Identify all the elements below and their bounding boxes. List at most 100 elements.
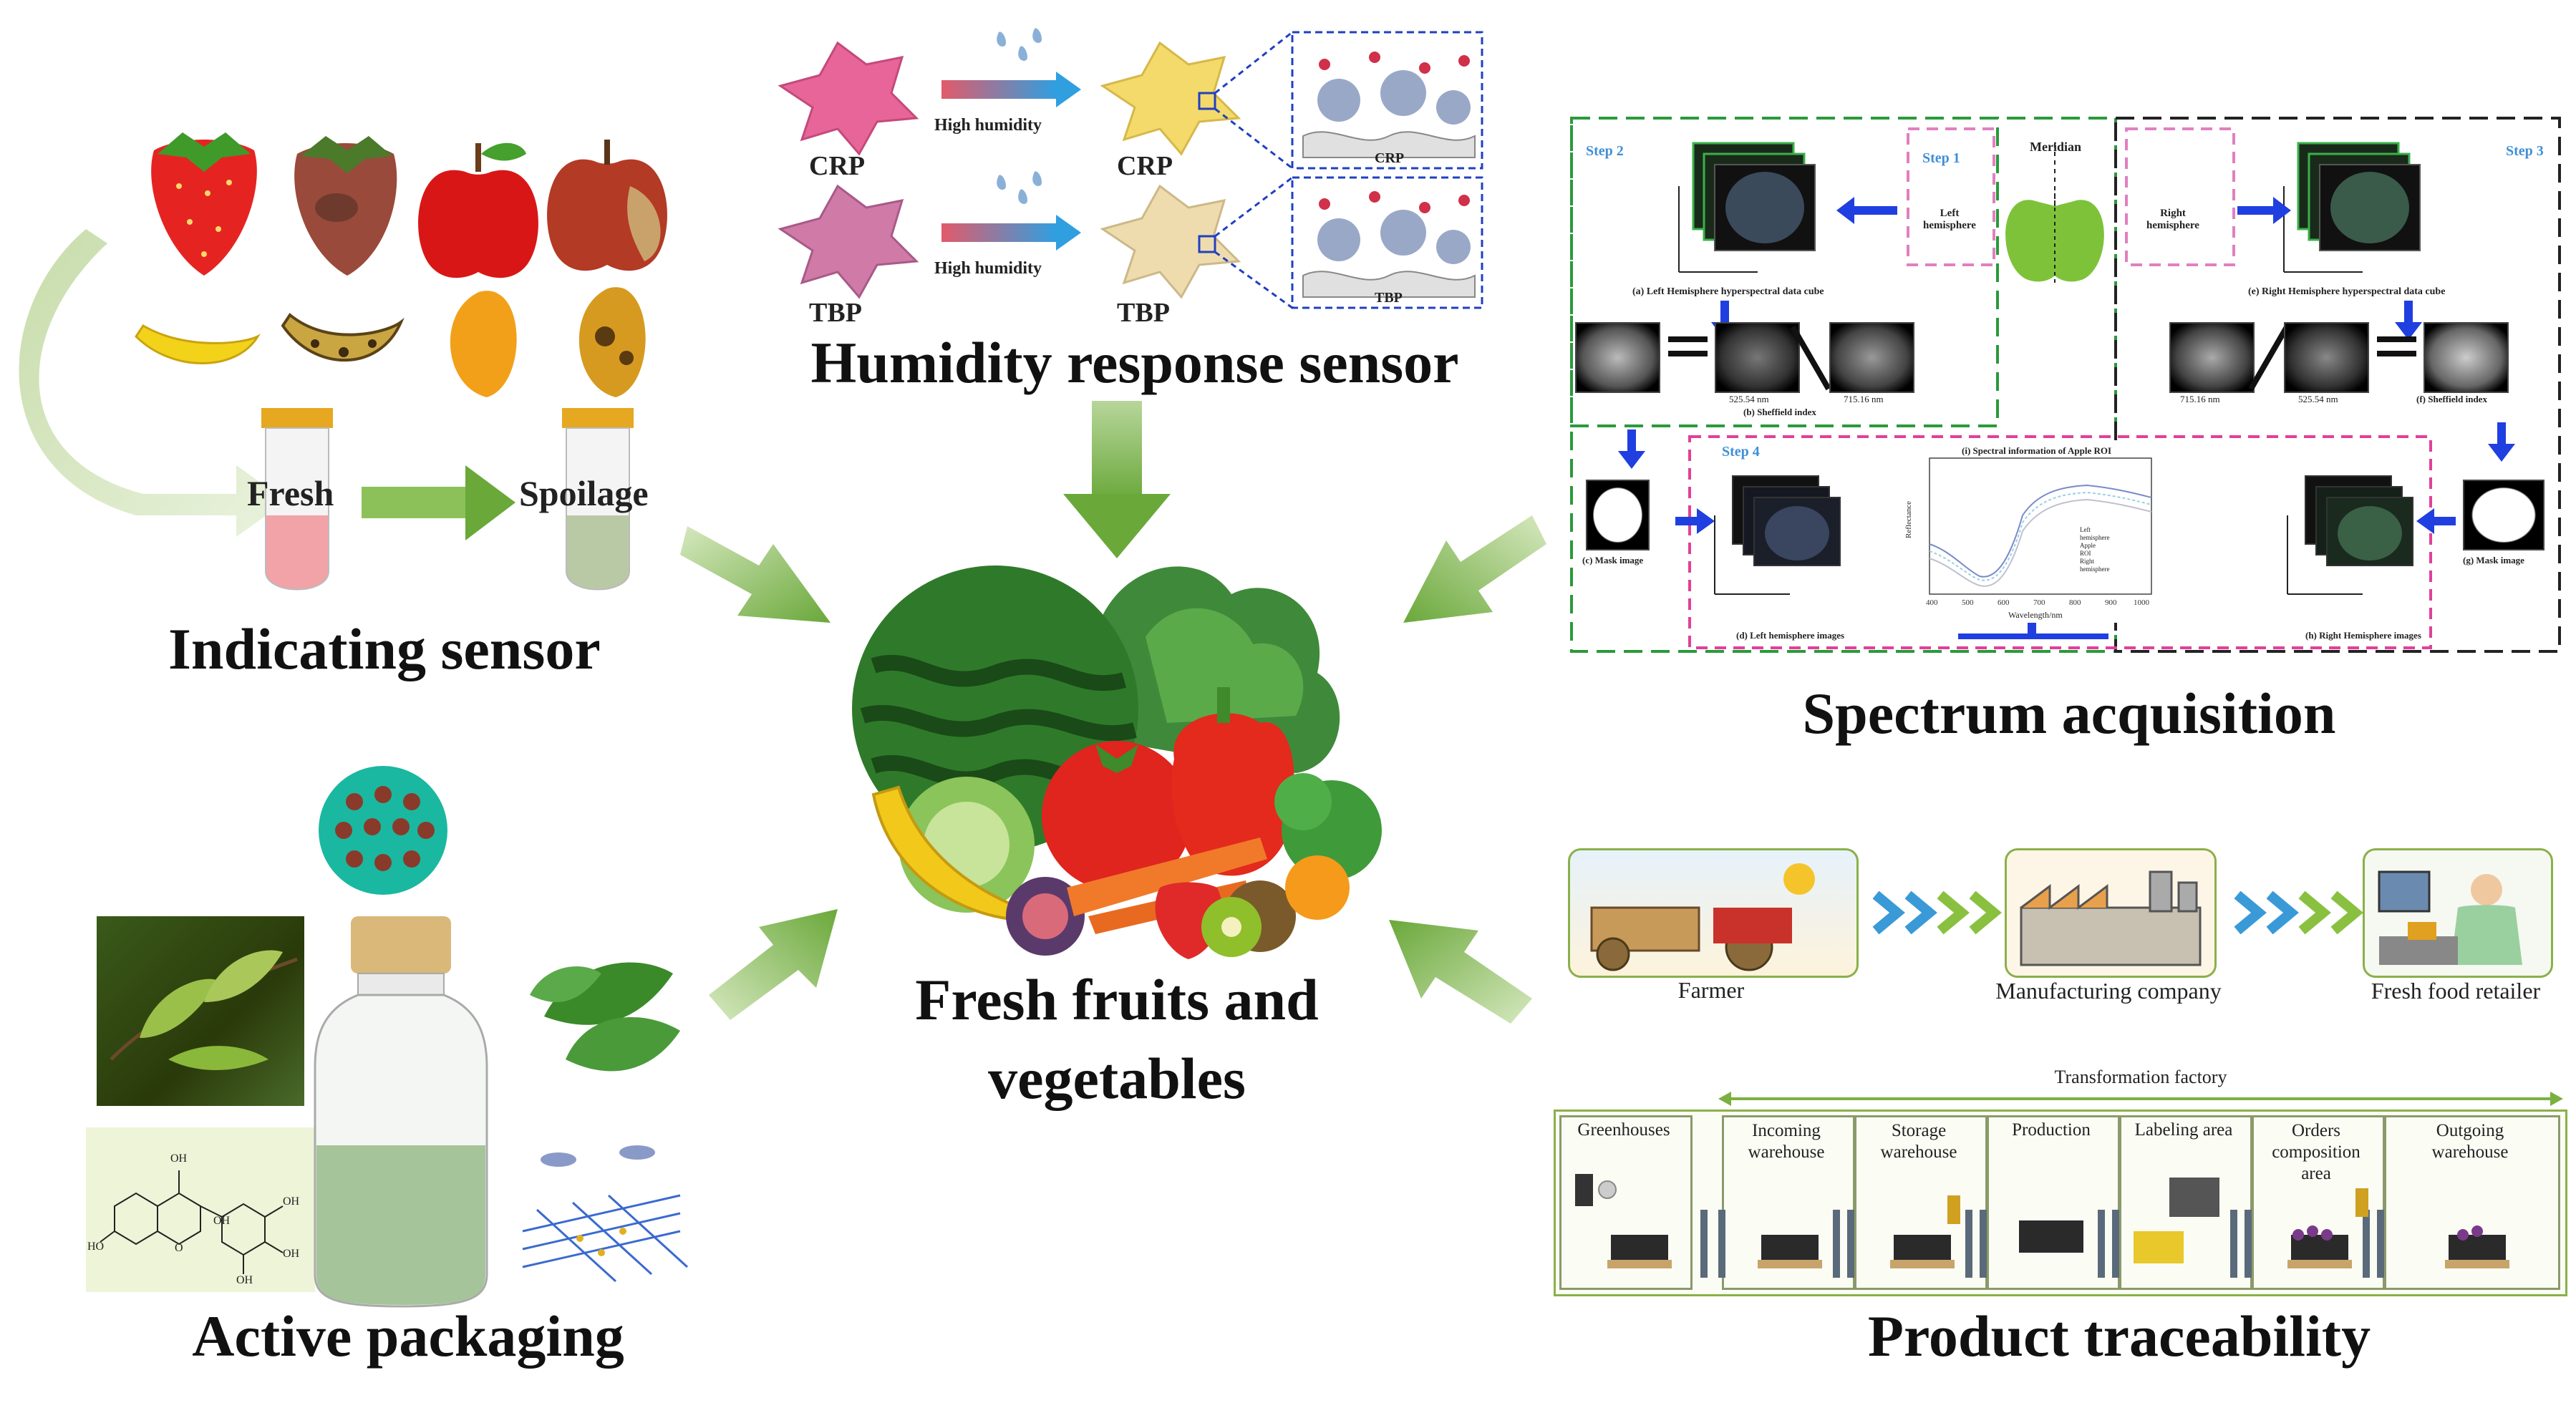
fresh-strawberry-icon (151, 132, 257, 276)
tbp-label-left: TBP (809, 298, 862, 328)
farmer-label: Farmer (1677, 977, 1745, 1003)
nm-715-left: 715.16 nm (1844, 394, 1884, 404)
traceability-title: Product traceability (1867, 1304, 2371, 1369)
left-image-stack (1714, 475, 1841, 595)
equals-right-2 (2377, 351, 2416, 356)
oh-label-4: OH (283, 1248, 300, 1260)
indicating-sensor-section: Fresh Spoilage Indicating sensor (0, 0, 702, 702)
mask-right (2463, 480, 2544, 550)
rotten-banana-icon (281, 313, 405, 362)
o-label: O (175, 1242, 183, 1254)
arrow-indicating-to-center (680, 526, 831, 623)
svg-text:400: 400 (1926, 598, 1938, 607)
step2-label: Step 2 (1586, 143, 1624, 159)
stage-label-2: Storage warehouse (1880, 1121, 1957, 1162)
fresh-apple-icon (418, 142, 538, 278)
high-humidity-label-1: High humidity (934, 116, 1042, 135)
sheffield-right-3 (2424, 322, 2509, 393)
legend-item: hemisphere (2080, 565, 2110, 573)
meridian-label: Meridian (2030, 140, 2081, 154)
caption-g: (g) Mask image (2463, 555, 2524, 565)
plot-title: (i) Spectral information of Apple ROI (1962, 445, 2112, 456)
rotten-apple-icon (547, 140, 667, 271)
center-title-line2: vegetables (988, 1046, 1246, 1111)
farmer-card (1568, 848, 1859, 978)
caption-e: (e) Right Hemisphere hyperspectral data … (2248, 286, 2446, 297)
green-apple-icon (2005, 186, 2104, 283)
arrow-spectrum-to-center (1403, 515, 1546, 623)
fresh-mango-icon (450, 291, 517, 397)
spectrum-title: Spectrum acquisition (1802, 681, 2336, 746)
step3-label: Step 3 (2506, 143, 2544, 159)
retailer-card (2363, 848, 2553, 978)
fresh-label: Fresh (247, 473, 334, 513)
spectrum-frames (1570, 117, 2561, 653)
catechin-structure: OH OH OH OH OH HO O (86, 1127, 315, 1292)
caption-d: (d) Left hemisphere images (1736, 630, 1845, 641)
sheffield-left-1 (1575, 322, 1660, 393)
traceability-section: Farmer Manufacturing company (1546, 830, 2570, 1403)
stage-icons (1575, 1174, 2509, 1278)
fresh-to-spoilage-arrow (362, 465, 515, 540)
tea-leaves-icon (530, 962, 680, 1072)
sheffield-left-2 (1715, 322, 1800, 393)
caption-f: (f) Sheffield index (2416, 394, 2487, 404)
tea-plant-photo (97, 916, 304, 1106)
arrow-packaging-to-center (709, 909, 838, 1020)
crp-after-icon (1100, 41, 1241, 156)
tbp-after-icon (1100, 184, 1241, 299)
crp-label-left: CRP (809, 151, 866, 181)
caption-c: (c) Mask image (1582, 555, 1644, 565)
nm-715-right: 715.16 nm (2180, 394, 2220, 404)
tbp-before-icon (778, 184, 919, 299)
step4-label: Step 4 (1722, 444, 1760, 460)
humidity-sensor-title: Humidity response sensor (810, 330, 1459, 395)
crp-label-right: CRP (1117, 151, 1173, 181)
humidity-diagram (778, 28, 1483, 309)
active-packaging-title: Active packaging (192, 1304, 624, 1369)
svg-text:700: 700 (2033, 598, 2045, 607)
nm-525-left: 525.54 nm (1729, 394, 1769, 404)
plot-legend: Left hemisphere Apple ROI Right hemisphe… (2080, 526, 2109, 573)
stage-label-5: Orders composition area (2272, 1121, 2360, 1183)
caption-b: (b) Sheffield index (1743, 407, 1816, 417)
spectrum-section: Meridian Step 1 Step 2 Step 3 Step 4 Lef… (1561, 107, 2570, 766)
nanosphere-icon (319, 766, 447, 895)
stage-label-0: Greenhouses (1577, 1120, 1670, 1140)
spoilage-tube-icon (562, 408, 634, 591)
tbp-zoom-detail (1302, 191, 1476, 298)
manufacturing-card (2005, 848, 2217, 978)
stage-label-6: Outgoing warehouse (2431, 1121, 2509, 1162)
svg-text:500: 500 (1962, 598, 1974, 607)
spoiled-strawberry-icon (294, 136, 397, 276)
fresh-banana-icon (135, 324, 261, 364)
manufacturing-label: Manufacturing company (1995, 978, 2222, 1004)
spoilage-label: Spoilage (519, 473, 649, 513)
sheffield-right-2 (2284, 322, 2369, 393)
legend-item: Right (2080, 558, 2095, 565)
caption-h: (h) Right Hemisphere images (2305, 630, 2421, 641)
spectrum-blue-arrows (1618, 197, 2515, 639)
oh-label-2: OH (213, 1215, 231, 1227)
mask-left (1586, 480, 1650, 550)
legend-item: ROI (2080, 550, 2091, 557)
tbp-label-right: TBP (1117, 298, 1170, 328)
plot-ylabel: Reflectance (1904, 501, 1913, 538)
plot-xlabel: Wavelength/nm (2008, 610, 2063, 620)
arrow-humidity-to-center (1063, 401, 1171, 558)
fruits-vegetables-illustration (852, 565, 1382, 959)
arrow-traceability-to-center (1389, 920, 1532, 1024)
svg-text:800: 800 (2069, 598, 2081, 607)
sheffield-left-3 (1829, 322, 1914, 393)
svg-text:600: 600 (1998, 598, 2010, 607)
stage-label-3: Production (2012, 1120, 2091, 1140)
legend-item: Apple (2080, 542, 2096, 549)
equals-left (1668, 336, 1708, 342)
stage-label-1: Incoming warehouse (1748, 1121, 1825, 1162)
retailer-label: Fresh food retailer (2371, 978, 2541, 1004)
chevrons-2 (2234, 891, 2363, 934)
crp-before-icon (778, 41, 919, 156)
legend-item: hemisphere (2080, 534, 2110, 541)
